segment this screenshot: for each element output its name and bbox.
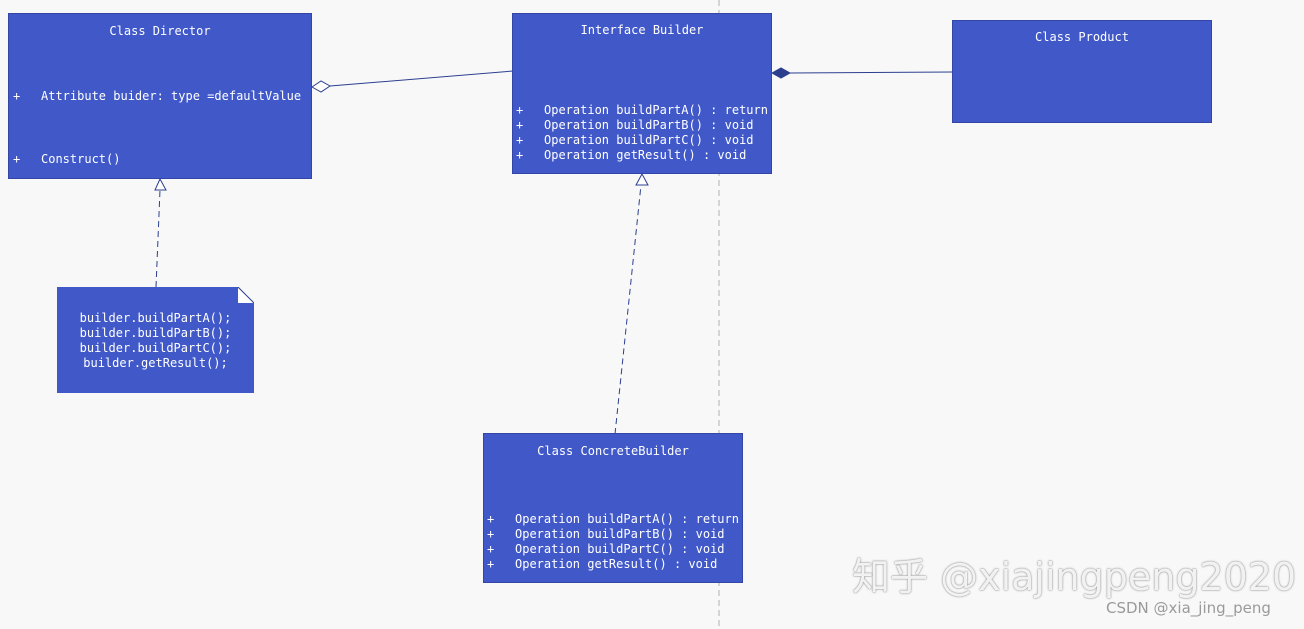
visibility-marker: + bbox=[516, 148, 524, 162]
visibility-marker: + bbox=[487, 542, 495, 556]
class-product-title: Class Product bbox=[1035, 30, 1129, 44]
builder-operation: + Operation getResult() : void bbox=[516, 148, 746, 163]
visibility-marker: + bbox=[487, 557, 495, 571]
visibility-marker: + bbox=[13, 152, 21, 166]
zhihu-watermark: 知乎 @xiajingpeng2020 bbox=[852, 555, 1297, 599]
director-operation: + Construct() bbox=[13, 152, 120, 167]
concrete-operation: + Operation buildPartC() : void bbox=[487, 542, 725, 557]
builder-operation-text: Operation buildPartB() : void bbox=[544, 118, 754, 132]
visibility-marker: + bbox=[516, 118, 524, 132]
code-note[interactable]: builder.buildPartA(); builder.buildPartB… bbox=[57, 287, 254, 393]
note-folded-corner bbox=[238, 287, 254, 303]
class-concrete-builder-title: Class ConcreteBuilder bbox=[537, 444, 689, 458]
aggregation-line bbox=[329, 70, 514, 87]
aggregation-diamond bbox=[311, 80, 331, 93]
class-director-title: Class Director bbox=[109, 24, 211, 38]
note-line: builder.buildPartA(); bbox=[79, 311, 232, 325]
builder-operation: + Operation buildPartB() : void bbox=[516, 118, 754, 133]
interface-builder-box[interactable]: Interface Builder + Operation buildPartA(… bbox=[513, 14, 771, 173]
concrete-operation-text: Operation buildPartA() : return bbox=[515, 512, 739, 526]
class-director-box[interactable]: Class Director + Attribute buider: type =… bbox=[9, 14, 311, 178]
composition-diamond bbox=[770, 67, 792, 79]
interface-builder-title: Interface Builder bbox=[580, 23, 704, 37]
note-line: builder.buildPartB(); bbox=[79, 326, 232, 340]
concrete-operation-text: Operation buildPartC() : void bbox=[515, 542, 725, 556]
builder-operation: + Operation buildPartC() : void bbox=[516, 133, 754, 148]
class-concrete-builder-box[interactable]: Class ConcreteBuilder + Operation buildPa… bbox=[484, 434, 742, 582]
director-operation-text: Construct() bbox=[41, 152, 121, 166]
builder-operation-text: Operation getResult() : void bbox=[544, 148, 747, 162]
concrete-operation: + Operation getResult() : void bbox=[487, 557, 717, 572]
note-line: builder.buildPartC(); bbox=[79, 341, 232, 355]
builder-operation-text: Operation buildPartA() : return bbox=[544, 103, 768, 117]
note-body: builder.buildPartA(); builder.buildPartB… bbox=[57, 311, 254, 371]
composition-line bbox=[789, 71, 954, 74]
visibility-marker: + bbox=[516, 133, 524, 147]
builder-operation-text: Operation buildPartC() : void bbox=[544, 133, 754, 147]
csdn-watermark: CSDN @xia_jing_peng bbox=[1106, 599, 1271, 617]
concrete-operation: + Operation buildPartB() : void bbox=[487, 527, 725, 542]
class-product-box[interactable]: Class Product bbox=[953, 21, 1211, 122]
concrete-operation-text: Operation buildPartB() : void bbox=[515, 527, 725, 541]
concrete-operation: + Operation buildPartA() : return bbox=[487, 512, 739, 527]
note-link-line bbox=[155, 189, 161, 288]
visibility-marker: + bbox=[487, 512, 495, 526]
builder-operation: + Operation buildPartA() : return bbox=[516, 103, 768, 118]
note-line: builder.getResult(); bbox=[83, 356, 228, 370]
director-attribute: + Attribute buider: type =defaultValue bbox=[13, 89, 301, 104]
note-link-arrowhead bbox=[154, 177, 167, 191]
visibility-marker: + bbox=[487, 527, 495, 541]
concrete-operation-text: Operation getResult() : void bbox=[515, 557, 718, 571]
visibility-marker: + bbox=[516, 103, 524, 117]
director-attribute-text: Attribute buider: type =defaultValue bbox=[41, 89, 302, 103]
visibility-marker: + bbox=[13, 89, 21, 103]
realization-arrowhead bbox=[635, 172, 649, 186]
realization-line bbox=[614, 184, 642, 435]
